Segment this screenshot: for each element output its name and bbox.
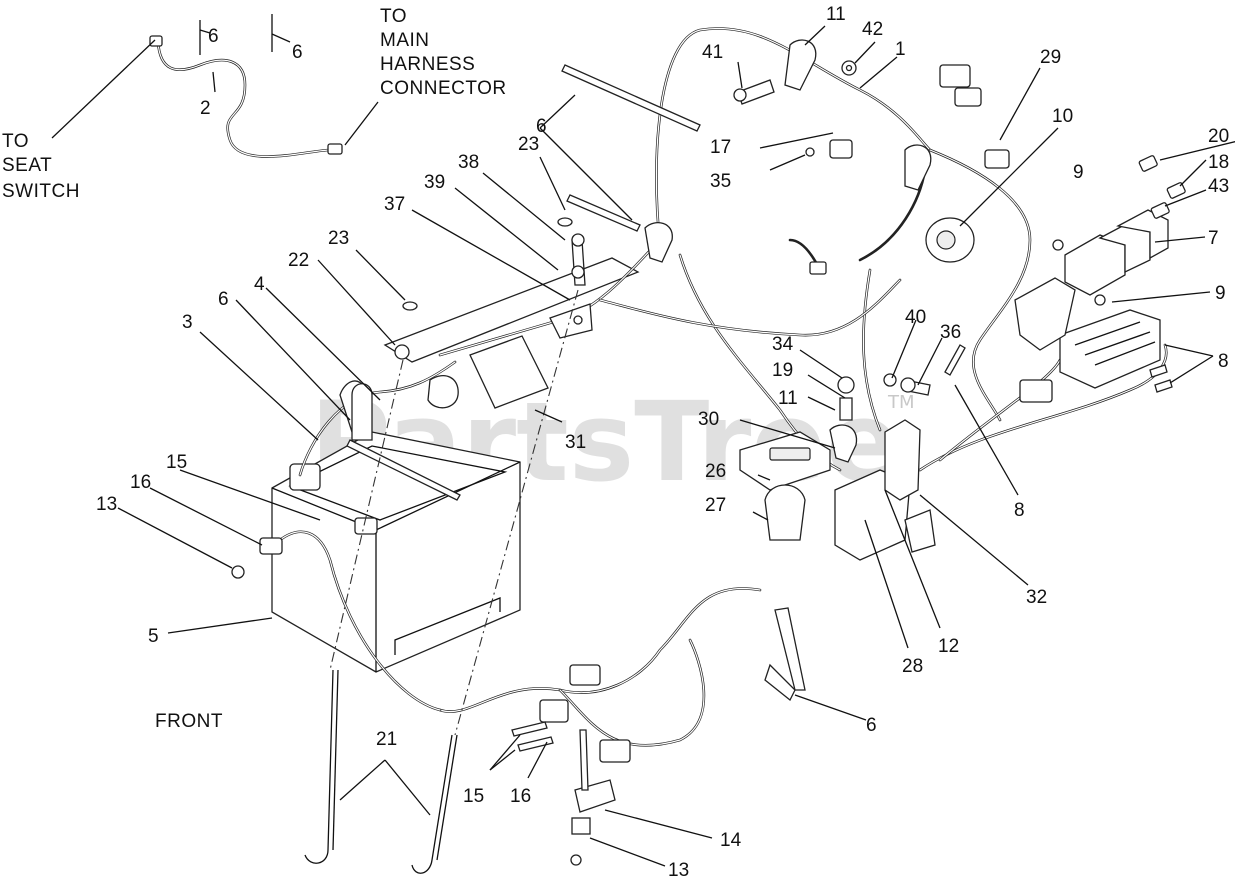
svg-text:MAIN: MAIN xyxy=(380,30,430,51)
callout-13: 13 xyxy=(668,860,689,881)
callout-39: 39 xyxy=(424,172,445,193)
fuses xyxy=(1138,155,1186,219)
callout-6: 6 xyxy=(536,116,547,137)
callout-4: 4 xyxy=(254,274,265,295)
svg-text:CONNECTOR: CONNECTOR xyxy=(380,78,507,99)
callout-13: 13 xyxy=(96,494,117,515)
callout-37: 37 xyxy=(384,194,405,215)
callout-6: 6 xyxy=(866,715,877,736)
callout-40: 40 xyxy=(905,307,926,328)
callout-15: 15 xyxy=(463,786,484,807)
callout-22: 22 xyxy=(288,250,309,271)
callout-29: 29 xyxy=(1040,47,1061,68)
callout-15: 15 xyxy=(166,452,187,473)
callout-11: 11 xyxy=(778,388,798,409)
callout-8: 8 xyxy=(1014,500,1025,521)
svg-text:TO: TO xyxy=(2,131,29,152)
wire-clamps xyxy=(644,39,932,463)
svg-text:SEAT: SEAT xyxy=(2,155,52,176)
callout-16: 16 xyxy=(130,472,151,493)
callout-36: 36 xyxy=(940,322,961,343)
callout-5: 5 xyxy=(148,626,159,647)
callout-12: 12 xyxy=(938,636,959,657)
callout-2: 2 xyxy=(200,98,211,119)
callout-20: 20 xyxy=(1208,126,1229,147)
callout-3: 3 xyxy=(182,312,193,333)
callout-42: 42 xyxy=(862,19,883,40)
svg-text:SWITCH: SWITCH xyxy=(2,181,80,202)
fuse-block xyxy=(1014,277,1161,389)
callout-6: 6 xyxy=(208,26,219,47)
callout-6: 6 xyxy=(218,289,229,310)
note-to-seat-switch: TO SEAT SWITCH xyxy=(2,131,80,202)
callout-9: 9 xyxy=(1215,283,1226,304)
callout-43: 43 xyxy=(1208,176,1229,197)
callout-23: 23 xyxy=(518,134,539,155)
leader-lines xyxy=(51,25,1235,867)
connectors xyxy=(539,64,1053,763)
callout-26: 26 xyxy=(705,461,726,482)
callout-6: 6 xyxy=(292,42,303,63)
callout-14: 14 xyxy=(720,830,742,851)
callout-16: 16 xyxy=(510,786,531,807)
callout-17: 17 xyxy=(710,137,731,158)
callout-32: 32 xyxy=(1026,587,1047,608)
callout-19: 19 xyxy=(772,360,793,381)
callout-7: 7 xyxy=(1208,228,1219,249)
callout-34: 34 xyxy=(772,334,794,355)
callout-10: 10 xyxy=(1052,106,1073,127)
callout-labels: 6 6 2 11 42 1 41 29 10 6 23 38 39 37 17 … xyxy=(96,4,1229,881)
note-front: FRONT xyxy=(155,711,223,732)
relays xyxy=(1064,209,1169,296)
callout-30: 30 xyxy=(698,409,719,430)
seat-switch-harness xyxy=(149,14,343,158)
callout-9: 9 xyxy=(1073,162,1084,183)
hold-down-rods xyxy=(304,289,579,874)
hardware xyxy=(231,60,1173,866)
svg-text:TO: TO xyxy=(380,6,407,27)
callout-8: 8 xyxy=(1218,351,1229,372)
main-wire-harness xyxy=(278,27,1168,747)
switches xyxy=(739,419,936,561)
callout-27: 27 xyxy=(705,495,726,516)
cable-ties xyxy=(346,64,806,702)
callout-31: 31 xyxy=(565,432,586,453)
callout-23: 23 xyxy=(328,228,349,249)
battery xyxy=(271,431,521,673)
callout-11: 11 xyxy=(826,4,846,25)
callout-38: 38 xyxy=(458,152,479,173)
callout-21: 21 xyxy=(376,729,397,750)
callout-28: 28 xyxy=(902,656,923,677)
callout-18: 18 xyxy=(1208,152,1229,173)
callout-35: 35 xyxy=(710,171,731,192)
note-to-main-harness: TO MAIN HARNESS CONNECTOR xyxy=(380,6,507,99)
callout-1: 1 xyxy=(895,39,906,60)
watermark-trademark: TM xyxy=(887,392,915,413)
callout-41: 41 xyxy=(702,42,723,63)
svg-text:HARNESS: HARNESS xyxy=(380,54,475,75)
hour-meter xyxy=(925,217,975,263)
